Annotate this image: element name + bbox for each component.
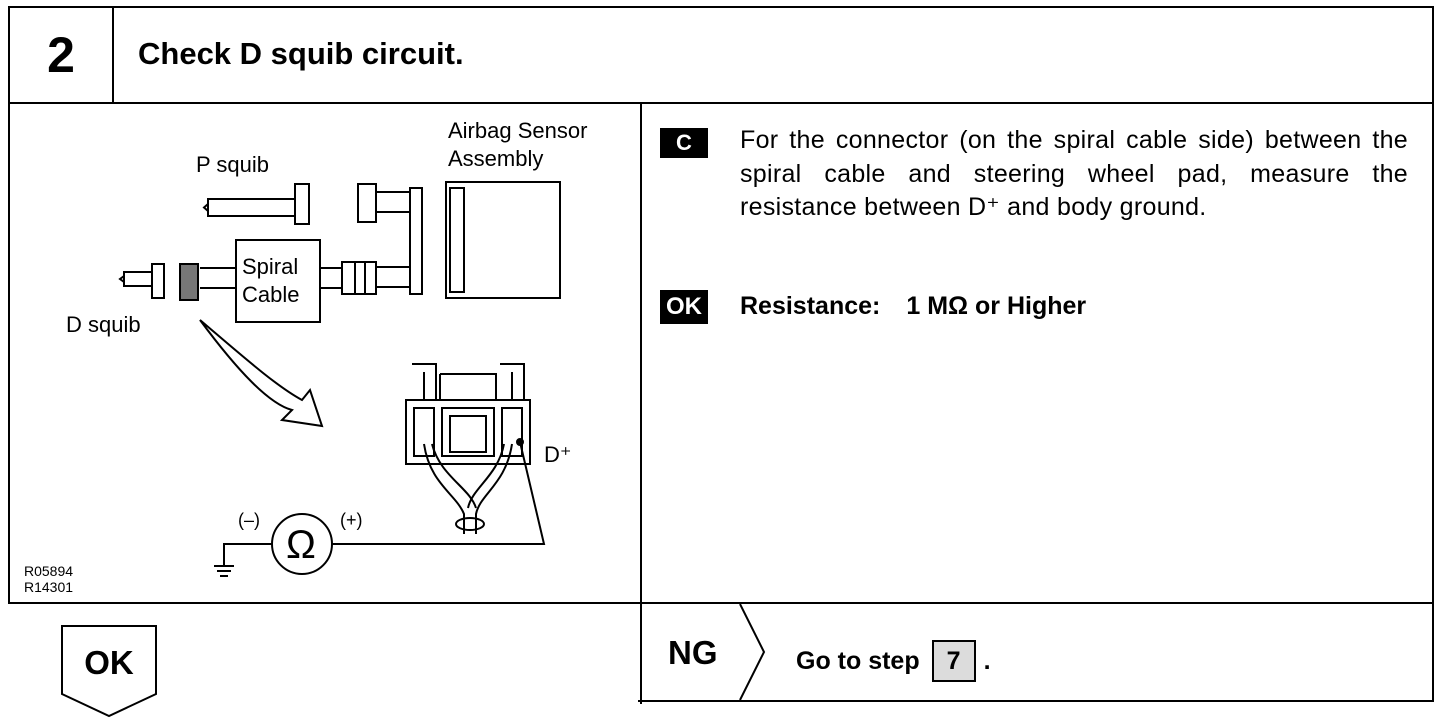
p-squib-connector — [294, 183, 310, 225]
check-badge: C — [660, 128, 708, 158]
step-number: 2 — [10, 8, 114, 102]
wiring-diagram: P squib Airbag Sensor Assembly Spiral Ca… — [10, 104, 640, 604]
figure-code-1: R05894 — [24, 563, 73, 579]
pointer-arrow — [199, 319, 324, 428]
ng-result-row: NG Go to step 7 . — [638, 604, 1434, 702]
ng-goto: Go to step 7 . — [796, 640, 991, 682]
ok-arrow-shape — [61, 625, 157, 718]
sensor-side-connector — [357, 183, 377, 223]
ohm-symbol: Ω — [286, 523, 316, 567]
d-squib-plug — [123, 271, 153, 287]
hatched-connector — [179, 263, 199, 301]
connector-wires — [423, 443, 465, 534]
ng-chevron — [739, 604, 766, 700]
instruction-text: For the connector (on the spiral cable s… — [740, 126, 1408, 221]
label-airbag-line2: Assembly — [448, 146, 543, 171]
spiral-cable-box — [235, 239, 321, 323]
label-plus: (+) — [340, 510, 363, 530]
resistance-spec: Resistance: 1 MΩ or Higher — [740, 292, 1086, 321]
step-header: 2 Check D squib circuit. — [8, 6, 1434, 104]
p-squib-plug — [207, 198, 296, 217]
goto-period: . — [983, 646, 991, 675]
d-squib-connector — [151, 263, 165, 299]
label-spiral-line1: Spiral — [242, 254, 298, 279]
resistance-label: Resistance: — [740, 292, 881, 320]
ok-badge: OK — [660, 290, 708, 324]
ok-result-label: OK — [84, 644, 134, 681]
label-d-plus: D⁺ — [544, 442, 572, 467]
goto-step-link[interactable]: 7 — [931, 640, 976, 682]
label-minus: (–) — [238, 510, 260, 530]
label-spiral-line2: Cable — [242, 282, 299, 307]
label-airbag-line1: Airbag Sensor — [448, 118, 587, 143]
step-title: Check D squib circuit. — [138, 36, 464, 71]
figure-code-2: R14301 — [24, 579, 73, 595]
column-divider — [640, 104, 642, 704]
test-lead-positive — [332, 441, 546, 545]
ok-result-arrow: OK — [60, 624, 158, 718]
wiring-diagram-svg: P squib Airbag Sensor Assembly Spiral Ca… — [24, 118, 587, 595]
connector-detail — [405, 399, 531, 465]
step-body: P squib Airbag Sensor Assembly Spiral Ca… — [8, 104, 1434, 704]
test-lead-negative — [223, 543, 272, 566]
goto-text: Go to step — [796, 646, 920, 675]
label-p-squib: P squib — [196, 152, 269, 177]
resistance-value: 1 MΩ or Higher — [906, 292, 1087, 320]
ng-result-label: NG — [668, 634, 718, 671]
airbag-sensor-box — [445, 181, 561, 299]
label-d-squib: D squib — [66, 312, 141, 337]
